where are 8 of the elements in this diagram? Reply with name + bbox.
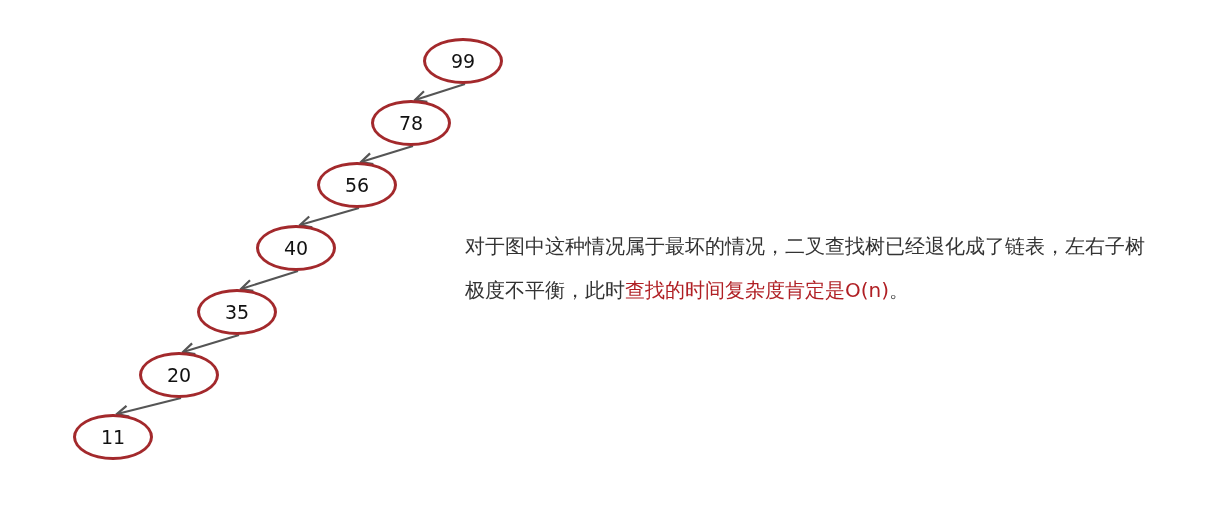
node-value: 20 [166,364,192,386]
node-value: 35 [224,301,250,323]
node-value: 56 [344,174,370,196]
node-value: 40 [283,237,309,259]
explanation-text: 对于图中这种情况属于最坏的情况，二叉查找树已经退化成了链表，左右子树极度不平衡，此时查找的时间复杂度肯定是O(n)。 [465,233,1146,304]
node-value: 78 [398,112,424,134]
node-value: 99 [450,50,476,72]
node-value: 11 [100,426,126,448]
